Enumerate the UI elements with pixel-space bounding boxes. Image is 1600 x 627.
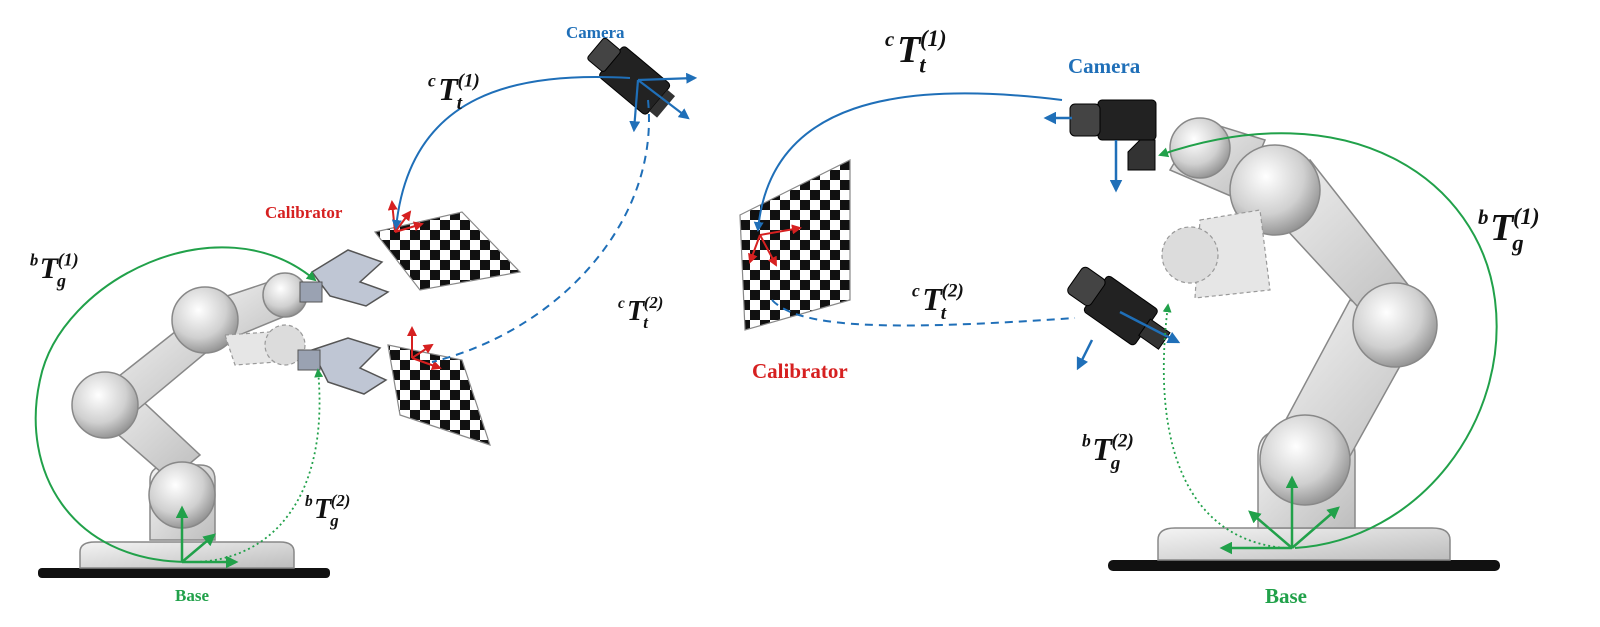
right-camera-2-icon: [1067, 266, 1181, 371]
transform-symbol: T: [1092, 431, 1113, 467]
right-camera-loop-1: [753, 92, 1063, 232]
right-scene: [739, 92, 1500, 571]
right-camera-loop-2: [771, 299, 1076, 327]
transform-symbol: T: [922, 281, 943, 317]
transform-pre-superscript: b: [30, 250, 38, 269]
transform-subscript: g: [1110, 453, 1121, 474]
transform-symbol: T: [40, 252, 60, 285]
left-checkerboard-2-icon: [387, 344, 491, 446]
transform-superscript: (2): [941, 281, 963, 302]
transform-superscript: (2): [1111, 431, 1133, 452]
transform-symbol: T: [627, 296, 646, 327]
left-camera-icon: [587, 37, 698, 133]
right-calibrator-label: Calibrator: [752, 359, 848, 383]
transform-superscript: (2): [644, 293, 664, 312]
transform-pre-superscript: c: [912, 281, 920, 301]
transform-pre-superscript: b: [305, 493, 313, 510]
left-calibrator-frame-2-icon: [407, 326, 442, 371]
transform-pre-superscript: b: [1082, 431, 1091, 451]
left-scene: [34, 37, 698, 578]
left-base-pedestal: [79, 541, 295, 569]
right-checkerboard-icon: [739, 159, 851, 331]
transform-symbol: T: [314, 494, 333, 525]
left-robot-arm-icon: [71, 272, 308, 541]
right-camera-label: Camera: [1068, 54, 1141, 78]
right-base-pedestal: [1157, 527, 1451, 561]
left-base-loop-1: [34, 246, 317, 563]
left-checkerboard-1-icon: [373, 211, 522, 291]
right-robot-arm-icon: [1161, 117, 1438, 529]
right-camera-1-icon: [1043, 99, 1157, 193]
transform-subscript: g: [329, 511, 338, 530]
right-base-loop-1: [1158, 132, 1498, 549]
transform-subscript: g: [1511, 231, 1523, 256]
transform-symbol: T: [1490, 207, 1515, 249]
left-camera-loop-1: [391, 76, 631, 230]
right-base-loop-2: [1162, 303, 1286, 549]
right-calibrator-frame-icon: [748, 224, 802, 267]
transform-pre-superscript: c: [885, 27, 894, 51]
left-gripper-2-icon: [297, 337, 388, 395]
transform-subscript: t: [941, 303, 947, 324]
left-base-frame-icon: [175, 505, 239, 569]
transform-subscript: t: [643, 313, 649, 332]
left-gripper-1-icon: [299, 249, 390, 307]
transform-pre-superscript: b: [1478, 205, 1488, 229]
transform-superscript: (1): [920, 26, 947, 51]
left-camera-label: Camera: [566, 23, 625, 42]
left-base-floor: [38, 568, 330, 578]
right-base-floor: [1108, 560, 1500, 571]
left-calibrator-label: Calibrator: [265, 203, 343, 222]
transform-symbol: T: [897, 29, 922, 71]
transform-superscript: (1): [1513, 204, 1540, 229]
transform-pre-superscript: c: [618, 295, 625, 312]
right-base-frame-icon: [1219, 475, 1340, 555]
transform-subscript: g: [56, 270, 66, 290]
left-base-label: Base: [175, 586, 209, 605]
transform-pre-superscript: c: [428, 71, 436, 91]
transform-superscript: (1): [457, 71, 479, 92]
transform-superscript: (2): [331, 491, 351, 510]
right-base-label: Base: [1265, 584, 1307, 608]
transform-symbol: T: [438, 71, 459, 107]
transform-superscript: (1): [58, 249, 79, 270]
transform-subscript: t: [457, 93, 463, 114]
left-camera-loop-2: [431, 99, 650, 363]
transform-subscript: t: [919, 53, 926, 78]
